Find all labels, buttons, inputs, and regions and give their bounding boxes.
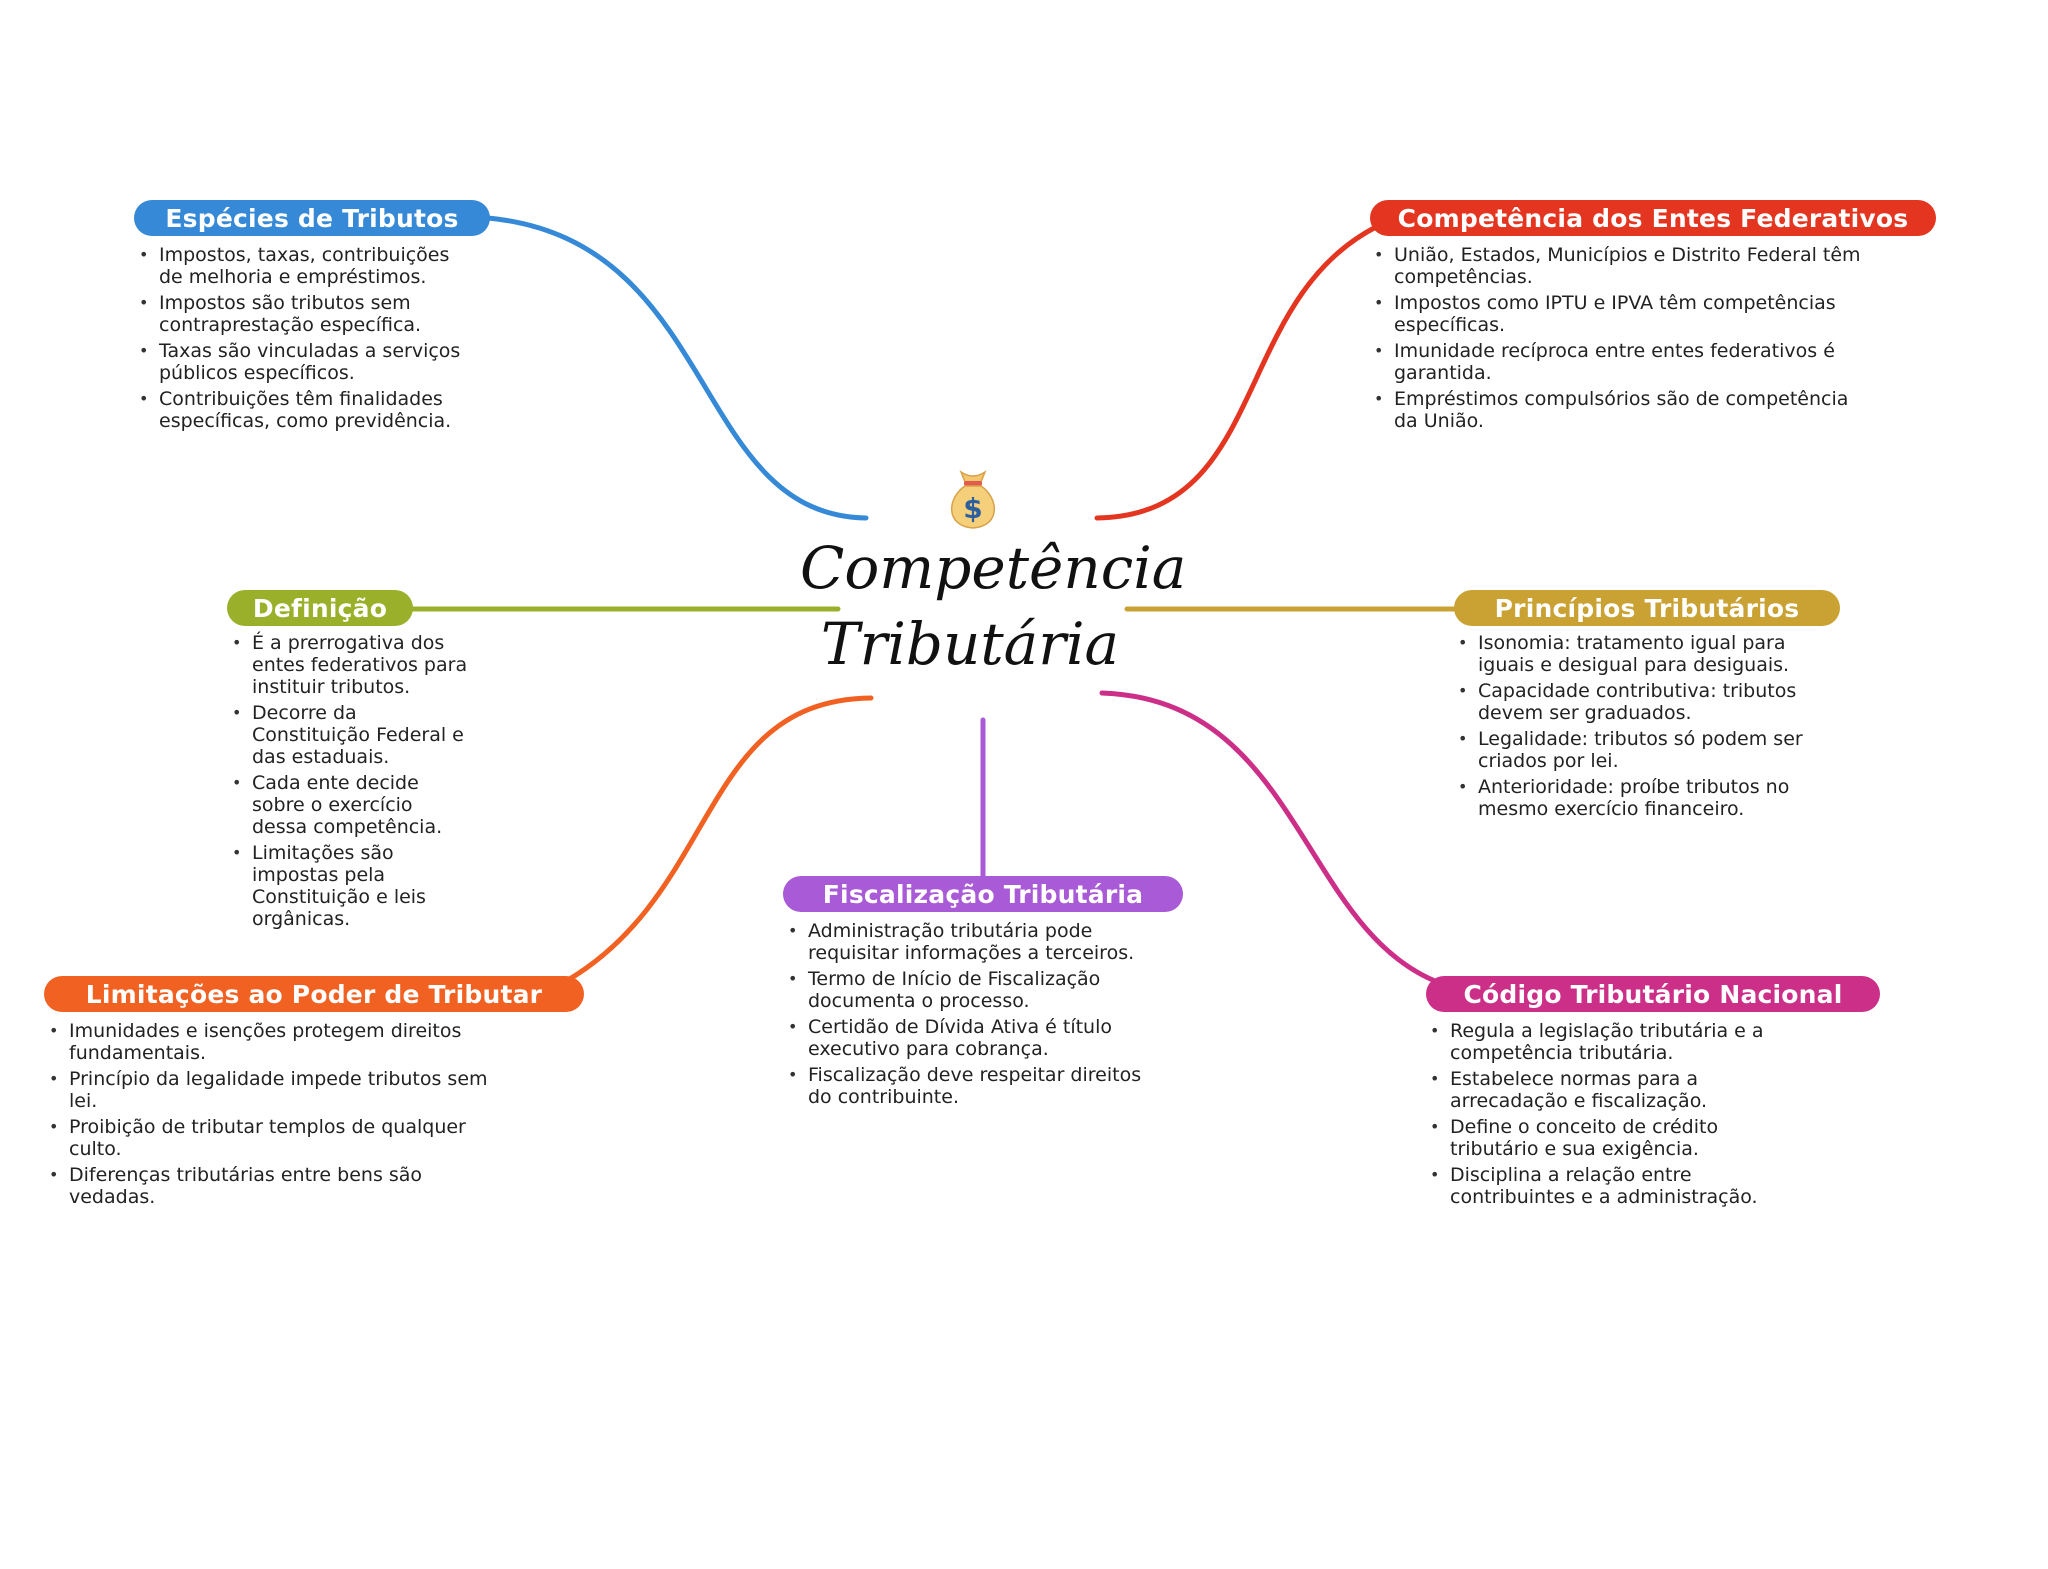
branch-codigo-title[interactable]: Código Tributário Nacional (1426, 976, 1880, 1012)
branch-principios-list: Isonomia: tratamento igual para iguais e… (1454, 632, 1814, 824)
list-item: Estabelece normas para a arrecadação e f… (1426, 1068, 1806, 1112)
money-bag-icon: $ (943, 466, 1003, 532)
branch-fiscalizacao-list: Administração tributária pode requisitar… (784, 920, 1144, 1112)
list-item: Imunidades e isenções protegem direitos … (45, 1020, 505, 1064)
list-item: Contribuições têm finalidades específica… (135, 388, 475, 432)
list-item: Princípio da legalidade impede tributos … (45, 1068, 505, 1112)
list-item: Disciplina a relação entre contribuintes… (1426, 1164, 1806, 1208)
branch-especies-title[interactable]: Espécies de Tributos (134, 200, 490, 236)
connector-limitacoes (565, 695, 874, 983)
list-item: Cada ente decide sobre o exercício dessa… (228, 772, 468, 838)
list-item: Proibição de tributar templos de qualque… (45, 1116, 505, 1160)
central-title-line2: Tributária (820, 610, 1120, 678)
list-item: Isonomia: tratamento igual para iguais e… (1454, 632, 1814, 676)
list-item: É a prerrogativa dos entes federativos p… (228, 632, 468, 698)
list-item: Impostos são tributos sem contraprestaçã… (135, 292, 475, 336)
list-item: Imunidade recíproca entre entes federati… (1370, 340, 1870, 384)
branch-fiscalizacao-title[interactable]: Fiscalização Tributária (783, 876, 1183, 912)
central-title-line1: Competência (800, 534, 1187, 602)
list-item: Regula a legislação tributária e a compe… (1426, 1020, 1806, 1064)
list-item: Fiscalização deve respeitar direitos do … (784, 1064, 1144, 1108)
list-item: Decorre da Constituição Federal e das es… (228, 702, 468, 768)
connector-competencia (1094, 223, 1381, 521)
central-topic: Competência Tributária (800, 530, 1187, 682)
list-item: Certidão de Dívida Ativa é título execut… (784, 1016, 1144, 1060)
list-item: Limitações são impostas pela Constituiçã… (228, 842, 468, 930)
branch-definicao-list: É a prerrogativa dos entes federativos p… (228, 632, 468, 934)
list-item: Diferenças tributárias entre bens são ve… (45, 1164, 505, 1208)
svg-text:$: $ (963, 492, 982, 525)
branch-limitacoes-title[interactable]: Limitações ao Poder de Tributar (44, 976, 584, 1012)
list-item: Taxas são vinculadas a serviços públicos… (135, 340, 475, 384)
branch-competencia-title[interactable]: Competência dos Entes Federativos (1370, 200, 1936, 236)
list-item: Legalidade: tributos só podem ser criado… (1454, 728, 1814, 772)
list-item: Impostos como IPTU e IPVA têm competênci… (1370, 292, 1870, 336)
list-item: Termo de Início de Fiscalização document… (784, 968, 1144, 1012)
branch-limitacoes-list: Imunidades e isenções protegem direitos … (45, 1020, 505, 1212)
list-item: Administração tributária pode requisitar… (784, 920, 1144, 964)
list-item: Capacidade contributiva: tributos devem … (1454, 680, 1814, 724)
branch-competencia-list: União, Estados, Municípios e Distrito Fe… (1370, 244, 1870, 436)
list-item: União, Estados, Municípios e Distrito Fe… (1370, 244, 1870, 288)
list-item: Define o conceito de crédito tributário … (1426, 1116, 1806, 1160)
branch-principios-title[interactable]: Princípios Tributários (1454, 590, 1840, 626)
branch-especies-list: Impostos, taxas, contribuições de melhor… (135, 244, 475, 436)
list-item: Anterioridade: proíbe tributos no mesmo … (1454, 776, 1814, 820)
branch-codigo-list: Regula a legislação tributária e a compe… (1426, 1020, 1806, 1212)
connector-codigo (1099, 690, 1443, 986)
list-item: Impostos, taxas, contribuições de melhor… (135, 244, 475, 288)
list-item: Empréstimos compulsórios são de competên… (1370, 388, 1870, 432)
connector-especies (485, 215, 869, 521)
branch-definicao-title[interactable]: Definição (227, 590, 413, 626)
